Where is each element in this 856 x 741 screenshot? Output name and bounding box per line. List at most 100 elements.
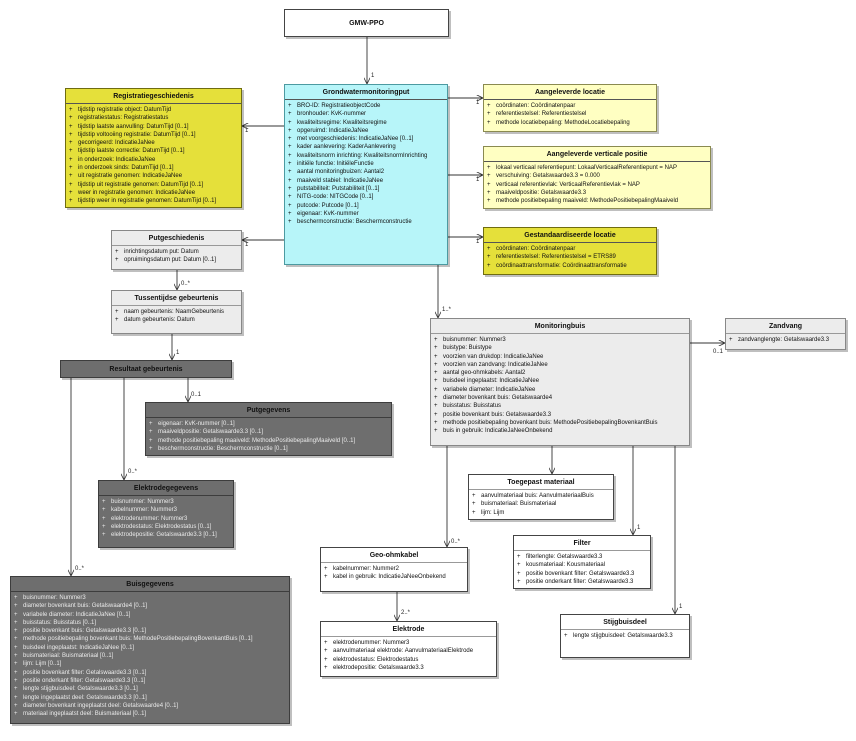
attribute-text: maaiveld stabiel: IndicatieJaNee [297, 177, 384, 184]
class-stijgbuisdeel[interactable]: Stijgbuisdeel +lengte stijgbuisdeel: Get… [560, 614, 690, 658]
attribute-row: +kousmateriaal: Kousmateriaal [517, 561, 647, 569]
class-buisgegevens[interactable]: Buisgegevens + buisnummer: Nummer3 + diamet… [10, 576, 290, 724]
class-monitoringbuis[interactable]: Monitoringbuis +buisnummer: Nummer3+buis… [430, 318, 690, 446]
mult-put-aangeleverde-locatie: 1 [476, 100, 480, 106]
public-visibility-marker: + [324, 664, 328, 671]
attribute-text: uit registratie genomen: IndicatieJaNee [78, 173, 183, 180]
attribute-text: positie onderkant filter: Getalswaarde3.… [526, 578, 634, 585]
attribute-text: kader aanlevering: KaderAanlevering [297, 144, 396, 151]
attribute-list: +coördinaten: Coördinatenpaar+referentie… [487, 245, 653, 270]
public-visibility-marker: + [434, 353, 438, 360]
attribute-text: NITG-code: NITGCode [0..1] [297, 194, 374, 201]
class-title: Aangeleverde locatie [534, 89, 606, 96]
class-resultaat-gebeurtenis[interactable]: Resultaat gebeurtenis [60, 360, 232, 378]
class-title: Elektrode [392, 626, 425, 633]
class-title: Toegepast materiaal [507, 479, 575, 486]
public-visibility-marker: + [102, 507, 106, 514]
attribute-row: +variabele diameter: IndicatieJaNee [0..… [14, 611, 286, 619]
mult-resultaat-buisgegevens: 0..* [75, 566, 85, 572]
class-gmw-ppo[interactable]: GMW-PPO [284, 9, 449, 37]
attribute-text: aanvulmateriaal elektrode: Aanvulmateria… [333, 648, 474, 655]
attribute-text: coördinaattransformatie: Coördinaattrans… [496, 262, 627, 269]
public-visibility-marker: + [487, 262, 491, 269]
attribute-text: eigenaar: KvK-nummer [0..1] [158, 421, 235, 427]
public-visibility-marker: + [288, 185, 292, 192]
class-filter[interactable]: Filter +filterlengte: Getalswaarde3.3+ko… [513, 535, 651, 589]
attribute-text: zandvanglengte: Getalswaarde3.3 [738, 337, 830, 343]
public-visibility-marker: + [288, 152, 292, 159]
public-visibility-marker: + [487, 189, 491, 196]
public-visibility-marker: + [69, 140, 73, 147]
class-gestandaardiseerde-locatie[interactable]: Gestandaardiseerde locatie +coördinaten:… [483, 227, 657, 275]
attribute-row: +aantal monitoringbuizen: Aantal2 [288, 168, 444, 176]
attribute-text: buisnummer: Nummer3 [23, 595, 86, 601]
attribute-row: +kabelnummer: Nummer2 [324, 565, 464, 573]
attribute-text: positie bovenkant filter: Getalswaarde3.… [23, 669, 147, 676]
class-putgeschiedenis[interactable]: Putgeschiedenis +inrichtingsdatum put: D… [111, 230, 242, 270]
attribute-list: +coördinaten: Coördinatenpaar+referentie… [487, 102, 653, 127]
attribute-row: +putstabiliteit: Putstabiliteit [0..1] [288, 185, 444, 193]
class-toegepast-materiaal[interactable]: Toegepast materiaal +aanvulmateriaal bui… [468, 474, 614, 520]
attribute-text: aantal geo-ohmkabels: Aantal2 [443, 370, 526, 377]
attribute-row: +buisstatus: Buisstatus [0..1] [14, 619, 286, 627]
attribute-row: +in onderzoek sinds: DatumTijd [0..1] [69, 164, 238, 172]
public-visibility-marker: + [69, 115, 73, 122]
attribute-text: referentiestelsel: Referentiestelsel [496, 111, 587, 118]
class-aangeleverde-verticale-positie[interactable]: Aangeleverde verticale positie +lokaal v… [483, 146, 711, 209]
public-visibility-marker: + [288, 177, 292, 184]
attribute-text: tijdstip registratie object: DatumTijd [78, 107, 172, 113]
attribute-text: positie onderkant filter: Getalswaarde3.… [23, 677, 146, 684]
attribute-row: +filterlengte: Getalswaarde3.3 [517, 553, 647, 561]
class-title: Tussentijdse gebeurtenis [134, 295, 219, 302]
mult-monitoringbuis-zandvang: 0..1 [713, 349, 724, 355]
attribute-row: +elektrodestatus: Elektrodestatus [324, 656, 493, 664]
public-visibility-marker: + [69, 107, 73, 113]
attribute-list: +naam gebeurtenis: NaamGebeurtenis+datum… [115, 308, 238, 325]
attribute-row: +lengte stijgbuisdeel: Getalswaarde3.3 [… [14, 685, 286, 693]
attribute-row: +eigenaar: KvK-nummer [288, 210, 444, 218]
attribute-text: maaiveldpositie: Getalswaarde3.3 [496, 189, 587, 196]
attribute-row: +beschermconstructie: Beschermconstructi… [149, 445, 388, 453]
attribute-row: + positie bovenkant filter: Getalswaarde3… [14, 669, 286, 677]
attribute-row: +met voorgeschiedenis: IndicatieJaNee [0… [288, 135, 444, 143]
attribute-text: variabele diameter: IndicatieJaNee [443, 386, 536, 393]
attribute-list: +buisnummer: Nummer3+kabelnummer: Nummer… [102, 498, 230, 539]
public-visibility-marker: + [14, 595, 18, 601]
attribute-row: +elektrodestatus: Elektrodestatus [0..1] [102, 523, 230, 531]
mult-resultaat-putgegevens: 0..1 [191, 392, 202, 398]
class-title: Buisgegevens [126, 581, 174, 588]
attribute-list: + tijdstip registratie object: DatumTijd +… [69, 106, 238, 206]
class-title: Grondwatermonitoringput [322, 89, 410, 96]
attribute-text: elektrodenummer: Nummer3 [111, 515, 188, 522]
class-zandvang[interactable]: Zandvang + zandvanglengte: Getalswaarde3.… [725, 318, 846, 350]
class-aangeleverde-locatie[interactable]: Aangeleverde locatie +coördinaten: Coörd… [483, 84, 657, 132]
attribute-text: diameter bovenkant ingeplaatst deel: Get… [23, 702, 179, 709]
class-tussentijdse-gebeurtenis[interactable]: Tussentijdse gebeurtenis +naam gebeurten… [111, 290, 242, 334]
class-grondwatermonitoringput[interactable]: Grondwatermonitoringput +BRO-ID: Registr… [284, 84, 448, 265]
public-visibility-marker: + [517, 570, 521, 577]
public-visibility-marker: + [69, 156, 73, 163]
public-visibility-marker: + [14, 669, 18, 676]
class-putgegevens[interactable]: Putgegevens +eigenaar: KvK-nummer [0..1]… [145, 402, 392, 456]
attribute-row: + buisnummer: Nummer3 [14, 594, 286, 602]
public-visibility-marker: + [487, 181, 491, 188]
public-visibility-marker: + [288, 103, 292, 109]
class-elektrodegegevens[interactable]: Elektrodegegevens +buisnummer: Nummer3+k… [98, 480, 234, 548]
attribute-text: coördinaten: Coördinatenpaar [496, 103, 576, 109]
attribute-row: + zandvanglengte: Getalswaarde3.3 [729, 336, 842, 344]
class-registratiegeschiedenis[interactable]: Registratiegeschiedenis +tijdstip regist… [65, 88, 242, 208]
attribute-text: lijm: Lijm [0..1] [23, 661, 62, 668]
class-geo-ohmkabel[interactable]: Geo-ohmkabel +kabelnummer: Nummer2+kabel… [320, 547, 468, 592]
public-visibility-marker: + [288, 111, 292, 118]
attribute-text: opruimingsdatum put: Datum [0..1] [124, 257, 217, 264]
public-visibility-marker: + [729, 337, 733, 343]
attribute-row: +voorzien van drukdop: IndicatieJaNee [434, 353, 686, 361]
class-title: Zandvang [768, 323, 803, 330]
class-elektrode[interactable]: Elektrode +elektrodenummer: Nummer3+aanv… [320, 621, 497, 677]
attribute-row: +bronhouder: KvK-nummer [288, 110, 444, 118]
attribute-list: +buisnummer: Nummer3+buistype: Buistype+… [434, 336, 686, 436]
attribute-text: kabelnummer: Nummer3 [111, 507, 178, 514]
attribute-list: +eigenaar: KvK-nummer [0..1]+maaiveldpos… [149, 420, 388, 453]
public-visibility-marker: + [14, 628, 18, 635]
